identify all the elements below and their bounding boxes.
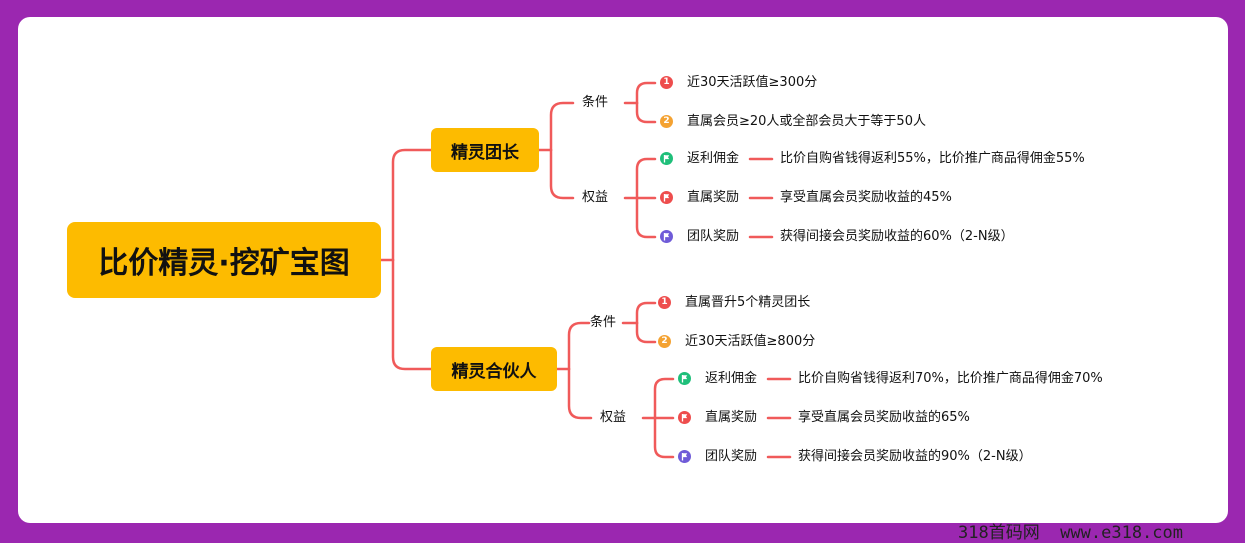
condition-item: 直属晋升5个精灵团长 [685,295,811,310]
benefit-name: 直属奖励 [687,190,740,205]
number-1-icon: 1 [658,296,671,309]
condition-item: 近30天活跃值≥300分 [687,75,818,90]
benefit-label: 权益 [600,410,627,425]
green-flag-icon [678,372,691,385]
branch-node-leader[interactable]: 精灵团长 [431,128,539,172]
benefit-detail: 享受直属会员奖励收益的45% [780,190,952,205]
condition-label: 条件 [582,95,609,110]
benefit-detail: 比价自购省钱得返利70%，比价推广商品得佣金70% [798,371,1103,386]
benefit-name: 团队奖励 [705,449,758,464]
benefit-label: 权益 [582,190,609,205]
condition-label: 条件 [590,315,617,330]
green-flag-icon [660,152,673,165]
number-1-icon: 1 [660,76,673,89]
number-2-icon: 2 [660,115,673,128]
benefit-name: 返利佣金 [687,151,740,166]
condition-item: 近30天活跃值≥800分 [685,334,816,349]
purple-flag-icon [660,230,673,243]
benefit-detail: 享受直属会员奖励收益的65% [798,410,970,425]
benefit-detail: 比价自购省钱得返利55%，比价推广商品得佣金55% [780,151,1085,166]
branch-node-partner[interactable]: 精灵合伙人 [431,347,557,391]
watermark: 318首码网 www.e318.com [958,523,1183,543]
benefit-name: 团队奖励 [687,229,740,244]
number-2-icon: 2 [658,335,671,348]
red-flag-icon [660,191,673,204]
red-flag-icon [678,411,691,424]
benefit-detail: 获得间接会员奖励收益的60%（2-N级） [780,229,1014,244]
benefit-name: 直属奖励 [705,410,758,425]
purple-flag-icon [678,450,691,463]
benefit-name: 返利佣金 [705,371,758,386]
condition-item: 直属会员≥20人或全部会员大于等于50人 [687,114,926,129]
benefit-detail: 获得间接会员奖励收益的90%（2-N级） [798,449,1032,464]
root-node[interactable]: 比价精灵·挖矿宝图 [67,222,381,298]
